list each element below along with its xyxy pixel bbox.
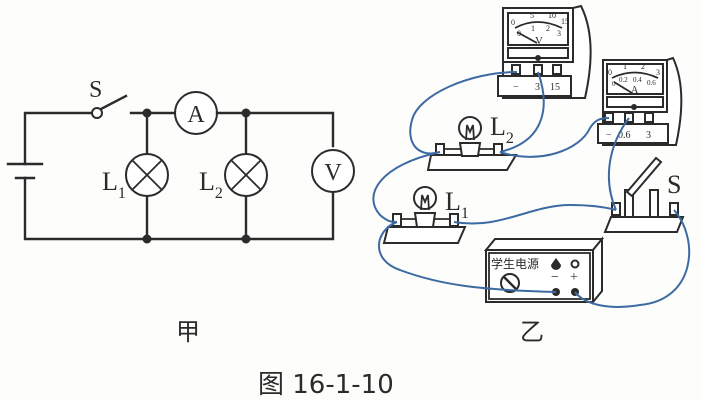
svg-text:0: 0 [612, 80, 616, 88]
svg-text:0: 0 [608, 68, 612, 77]
lamp-l1-label: L1 [102, 167, 126, 202]
voltmeter-terminal-minus[interactable] [511, 64, 521, 75]
lamp-l1-symbol [125, 153, 169, 197]
lamp-l2-label: L2 [199, 167, 223, 202]
bulb-icon [413, 186, 437, 210]
svg-text:3: 3 [646, 130, 651, 141]
lamp-l2-device: L2 [426, 112, 518, 171]
wire-voltmeter-3-to-l2-right[interactable] [499, 71, 545, 153]
svg-text:3: 3 [656, 68, 660, 77]
wire-ammeter-to-voltmeter [215, 111, 335, 148]
voltmeter-scale-arc [514, 21, 563, 29]
voltmeter-symbol [311, 149, 355, 193]
ammeter-terminal-0.6[interactable] [624, 112, 634, 123]
power-supply-device: 学生电源 − + [483, 236, 605, 305]
ammeter-terminal-3[interactable] [644, 112, 654, 123]
switch-terminal-right[interactable] [669, 202, 679, 216]
ammeter-needle [613, 81, 633, 94]
svg-text:0.6: 0.6 [647, 79, 656, 87]
svg-text:2: 2 [546, 24, 550, 33]
power-supply-label: 学生电源 [491, 256, 539, 271]
bulb-icon [458, 116, 482, 140]
wire-battery-to-switch [23, 111, 95, 166]
schematic-diagram: S A L1 L2 V 甲 [6, 77, 355, 346]
svg-text:−: − [606, 130, 612, 141]
voltmeter-unit: V [535, 35, 543, 47]
panel-label-yi: 乙 [520, 318, 544, 346]
voltmeter-needle [516, 31, 538, 44]
wire-ammeter-0.6-to-switch[interactable] [607, 117, 630, 211]
switch-handle[interactable] [625, 156, 663, 198]
svg-text:1: 1 [531, 24, 535, 33]
wire-l2-right-to-ammeter-minus[interactable] [499, 117, 610, 158]
voltmeter-terminal-15[interactable] [552, 64, 562, 75]
lamp-l1-device-label: L1 [445, 187, 469, 222]
ammeter-letter: A [187, 102, 205, 128]
voltmeter-device: 0 5 10 15 0 1 2 3 V − 3 15 [497, 4, 592, 99]
indicator-hole [570, 259, 580, 269]
lamp-l2-device-label: L2 [490, 112, 514, 147]
svg-text:−: − [551, 270, 559, 285]
wire-bottom-rail [23, 176, 335, 241]
svg-text:3: 3 [535, 82, 540, 93]
physical-circuit: 0 5 10 15 0 1 2 3 V − 3 15 0 [372, 4, 691, 346]
svg-text:15: 15 [550, 82, 560, 93]
knife-switch-device: S [603, 156, 685, 233]
wire-switch-right-to-power-plus[interactable] [574, 209, 691, 308]
svg-text:0.2: 0.2 [619, 76, 628, 84]
svg-text:0.6: 0.6 [618, 130, 631, 141]
switch-pivot [91, 107, 103, 119]
indicator-lamp-icon [551, 258, 561, 270]
lamp-l2-symbol [224, 153, 268, 197]
panel-label-jia: 甲 [176, 318, 200, 346]
ammeter-scale-arc [611, 71, 659, 79]
voltmeter-letter: V [324, 160, 342, 186]
svg-text:3: 3 [557, 29, 561, 38]
svg-text:10: 10 [548, 11, 556, 20]
svg-text:0: 0 [511, 18, 515, 27]
knife-switch-label: S [667, 170, 681, 199]
wire-l1-right-to-switch-left[interactable] [453, 203, 617, 225]
wire-l2-left-to-l1-left[interactable] [372, 151, 441, 223]
switch-blade [99, 94, 128, 111]
figure-caption: 图 16-1-10 [258, 370, 394, 400]
wire-voltmeter-minus-to-l2-left[interactable] [409, 71, 518, 155]
svg-text:2: 2 [641, 62, 645, 71]
svg-text:5: 5 [530, 11, 534, 20]
lamp-l1-device: L1 [382, 186, 469, 244]
ammeter-device: 0 1 2 3 0 0.2 0.4 0.6 A − 0.6 3 [597, 56, 683, 146]
svg-text:0: 0 [517, 29, 521, 38]
svg-text:1: 1 [623, 62, 627, 71]
svg-text:0.4: 0.4 [633, 76, 642, 84]
switch-label: S [89, 77, 102, 103]
ammeter-unit: A [631, 85, 639, 96]
svg-text:−: − [513, 82, 519, 93]
wire-l1-left-to-power-minus[interactable] [378, 221, 557, 293]
svg-text:15: 15 [561, 17, 569, 26]
svg-text:+: + [570, 270, 578, 285]
